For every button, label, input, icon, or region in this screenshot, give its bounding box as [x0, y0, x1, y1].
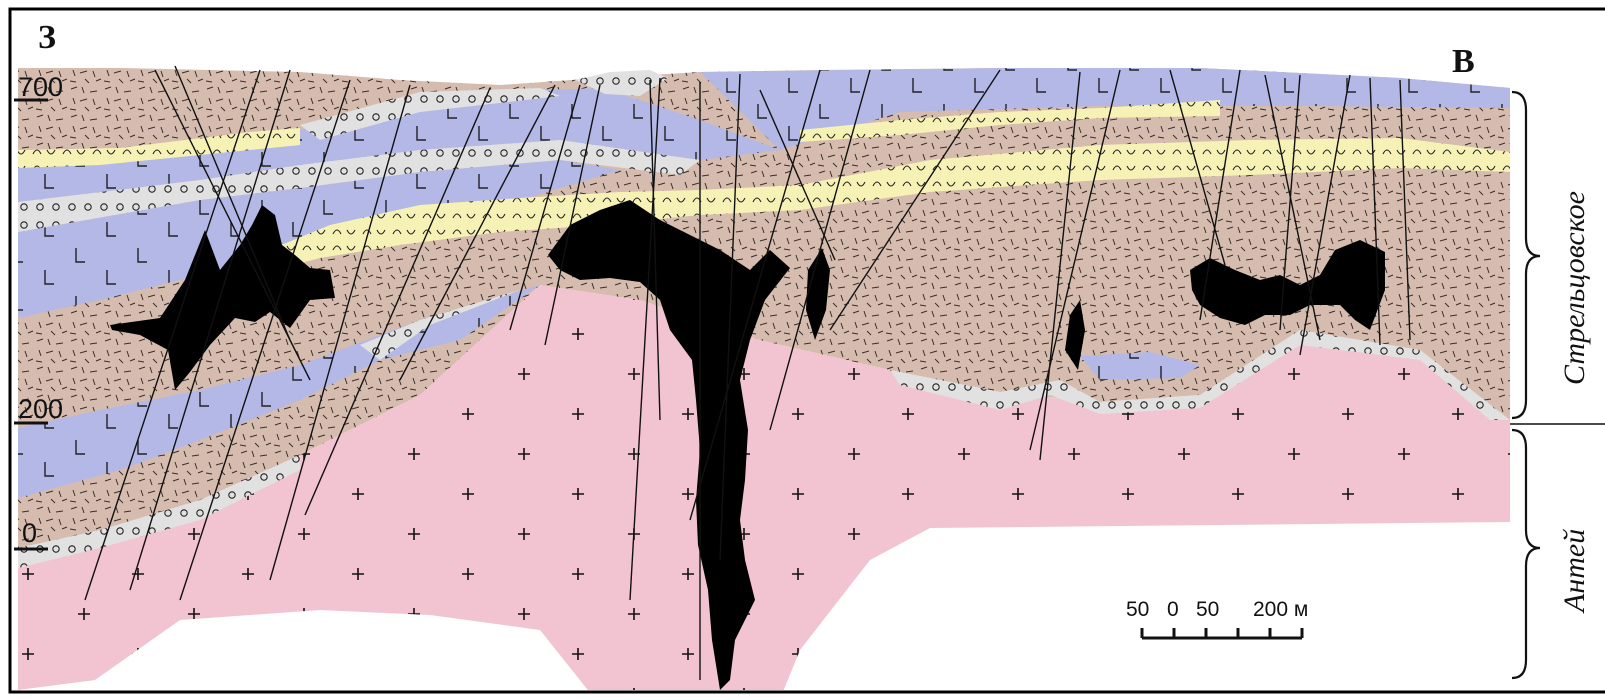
- scale-label-4: 200 м: [1253, 598, 1308, 621]
- deposit-label-upper: Стрельцовское: [1558, 191, 1591, 385]
- scale-label-2: 0: [1167, 598, 1179, 621]
- elevation-label-0: 0: [22, 518, 37, 548]
- east-label: В: [1452, 43, 1475, 80]
- elevation-label-700: 700: [18, 72, 63, 102]
- elevation-label-200: 200: [18, 394, 63, 424]
- scale-label-1: 50: [1126, 598, 1149, 621]
- scale-label-3: 50: [1196, 598, 1219, 621]
- west-label: З: [38, 19, 56, 56]
- deposit-label-lower: Антей: [1558, 529, 1591, 614]
